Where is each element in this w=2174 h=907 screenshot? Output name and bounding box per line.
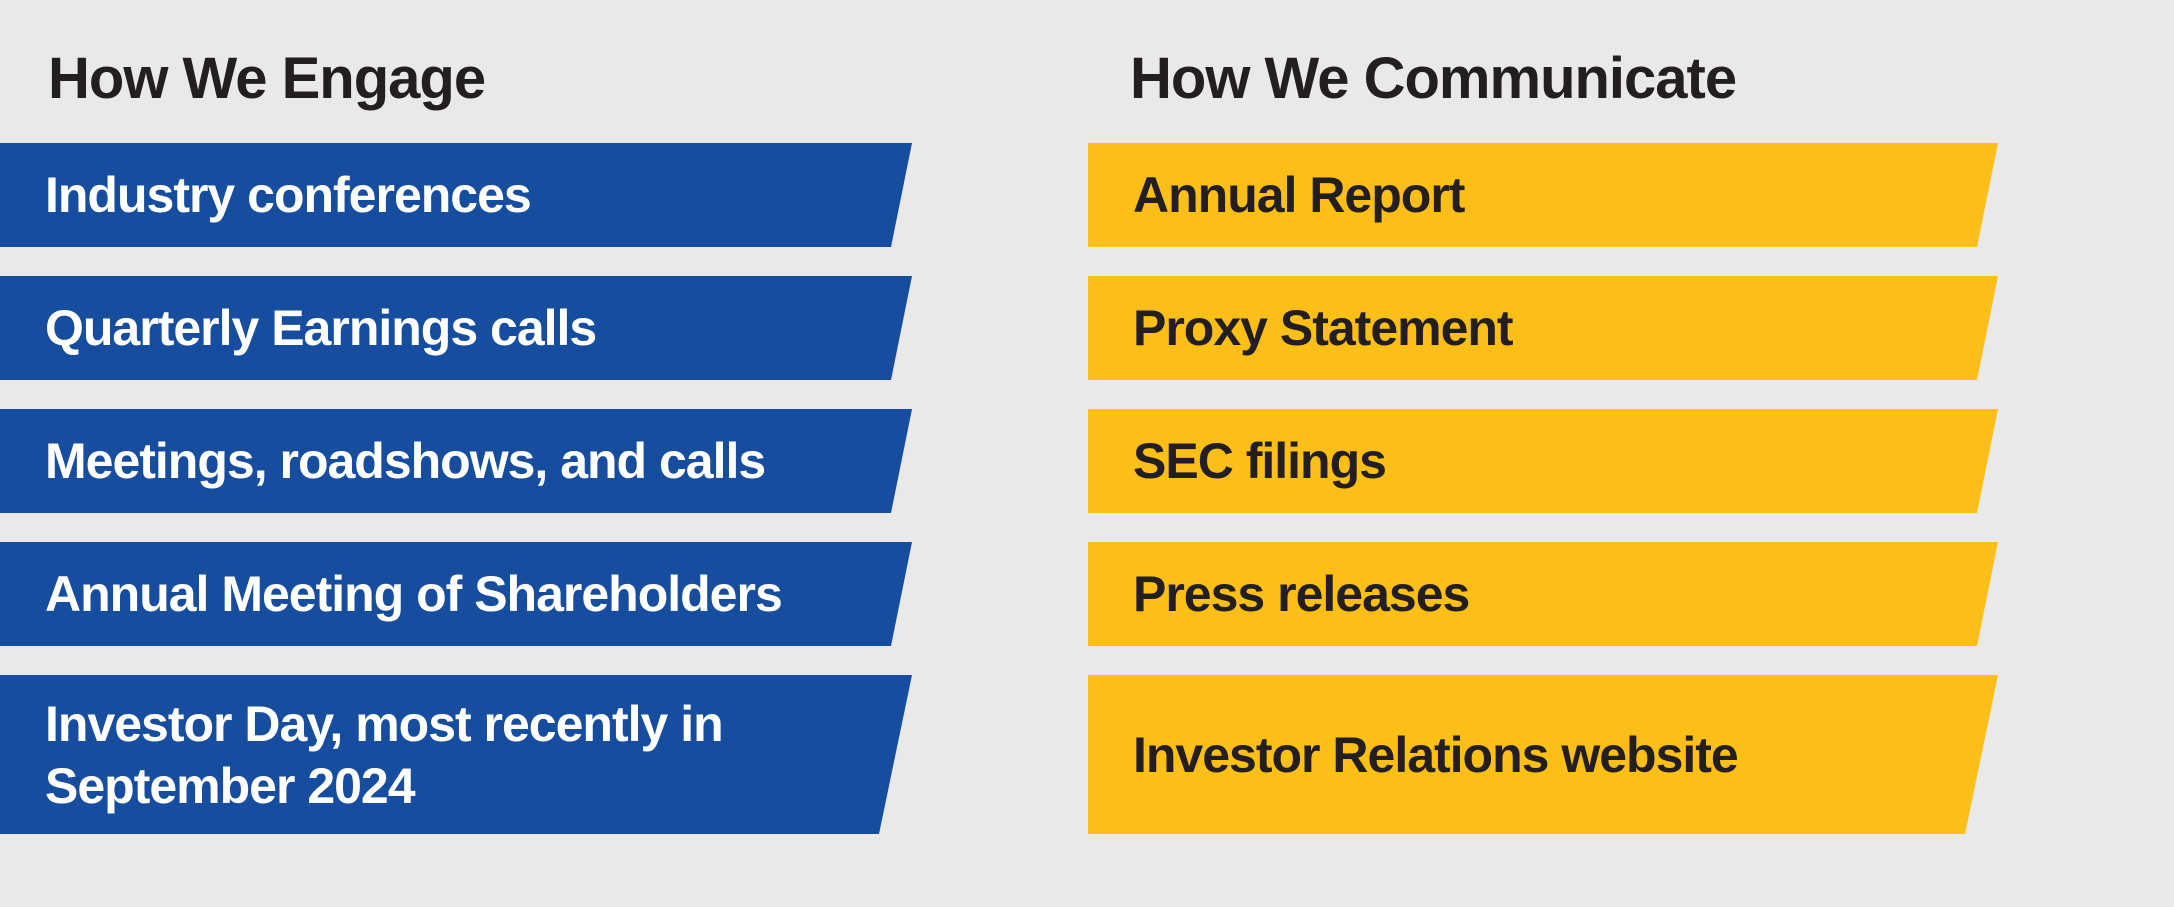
engage-banner-quarterly-earnings-calls: Quarterly Earnings calls	[0, 276, 912, 380]
engage-banner-label: Industry conferences	[45, 167, 531, 223]
engage-banner-meetings-roadshows-calls: Meetings, roadshows, and calls	[0, 409, 912, 513]
communicate-banner-label: Annual Report	[1133, 167, 1465, 223]
engage-banner-label: Quarterly Earnings calls	[45, 300, 597, 356]
communicate-banner-label: Proxy Statement	[1133, 300, 1513, 356]
engage-banner-industry-conferences: Industry conferences	[0, 143, 912, 247]
communicate-banner-label: Investor Relations website	[1133, 726, 1738, 783]
communicate-banner-label: SEC filings	[1133, 433, 1386, 489]
engage-banner-investor-day: Investor Day, most recently in September…	[0, 675, 912, 834]
communicate-banner-label: Press releases	[1133, 566, 1470, 622]
communicate-banner-annual-report: Annual Report	[1088, 143, 1998, 247]
engage-banner-annual-meeting-shareholders: Annual Meeting of Shareholders	[0, 542, 912, 646]
communicate-banner-proxy-statement: Proxy Statement	[1088, 276, 1998, 380]
engage-column-heading: How We Engage	[48, 46, 486, 111]
communicate-banner-investor-relations-website: Investor Relations website	[1088, 675, 1998, 834]
communicate-banner-sec-filings: SEC filings	[1088, 409, 1998, 513]
communicate-column-heading: How We Communicate	[1130, 46, 1737, 111]
engage-banner-label: Annual Meeting of Shareholders	[45, 566, 782, 622]
communicate-banner-press-releases: Press releases	[1088, 542, 1998, 646]
engage-banner-label: Investor Day, most recently in September…	[45, 695, 723, 814]
engage-banner-label: Meetings, roadshows, and calls	[45, 433, 766, 489]
